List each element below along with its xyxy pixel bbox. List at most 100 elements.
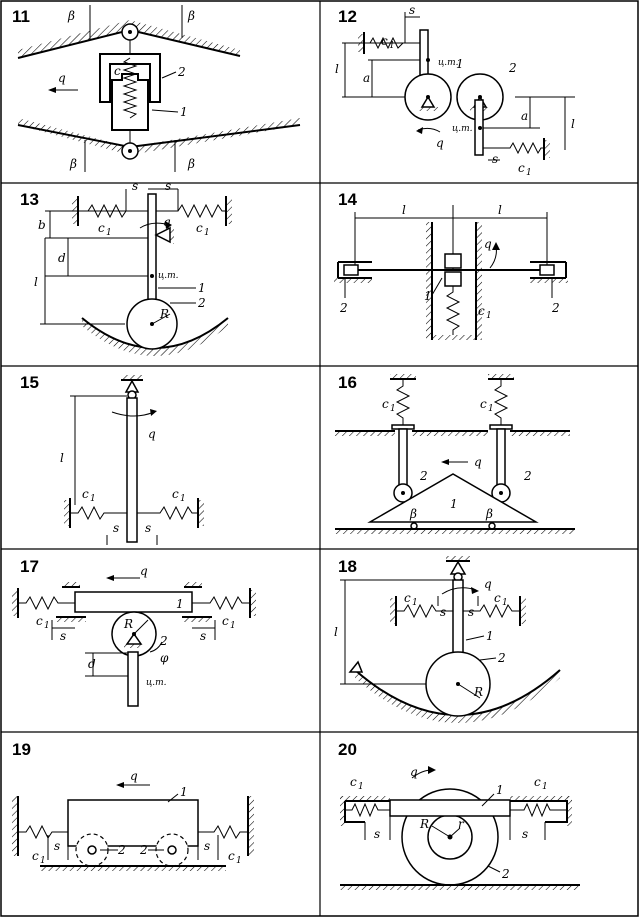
mechanism-14: 14 l l q 1 2 2 c 1 (334, 190, 568, 340)
label-part-2-left: 2 (339, 301, 348, 315)
label-s-left: s (132, 179, 138, 193)
label-R: R (159, 307, 169, 321)
label-beta-3: β (69, 157, 77, 171)
label-part-2: 2 (177, 65, 186, 79)
label-part-1: 1 (424, 289, 432, 303)
label-c-left-sub: 1 (358, 782, 364, 792)
label-l: l (334, 625, 338, 639)
label-c-left: c (404, 591, 411, 605)
label-c: c (478, 304, 485, 318)
label-ct-bottom: ц.т. (452, 124, 473, 134)
label-q: q (410, 765, 418, 779)
label-part-2: 2 (497, 651, 506, 665)
label-q: q (140, 564, 148, 578)
label-part-2-right: 2 (551, 301, 560, 315)
label-ct: ц.т. (146, 678, 167, 688)
label-s-bottom: s (492, 152, 498, 166)
label-c-right-sub: 1 (542, 782, 548, 792)
label-c-right-sub: 1 (502, 598, 508, 608)
label-s-left: s (440, 605, 446, 619)
cell-number-20: 20 (338, 740, 357, 759)
label-q: q (163, 215, 171, 229)
label-c-right-sub: 1 (488, 404, 494, 414)
mechanism-15: 15 l q c 1 c 1 s s (20, 373, 204, 545)
label-c-left-sub: 1 (44, 621, 50, 631)
label-c-sub: 1 (486, 311, 492, 321)
mechanism-19: 19 q 1 2 2 c 1 s s c 1 (12, 740, 254, 871)
label-c-left-sub: 1 (106, 228, 112, 238)
label-part-1: 1 (450, 497, 458, 511)
label-part-1: 1 (198, 281, 206, 295)
label-l-left: l (335, 62, 339, 76)
label-c-left-sub: 1 (90, 494, 96, 504)
label-part-1: 1 (180, 105, 188, 119)
label-d: d (88, 657, 96, 671)
label-phi: φ (160, 651, 169, 665)
label-a-left: a (363, 71, 370, 85)
label-c: c (114, 64, 121, 78)
label-c-right: c (494, 591, 501, 605)
label-R: R (473, 685, 483, 699)
label-c-right: c (534, 775, 541, 789)
label-part-1: 1 (456, 57, 464, 71)
label-c-right: c (172, 487, 179, 501)
label-c-left: c (382, 397, 389, 411)
label-part-2: 2 (197, 296, 206, 310)
label-c-top-sub: 1 (389, 41, 395, 51)
label-c-left: c (36, 614, 43, 628)
label-l: l (34, 275, 38, 289)
label-part-2: 2 (501, 867, 510, 881)
label-part-2-left: 2 (419, 469, 428, 483)
label-c-right: c (196, 221, 203, 235)
label-c-left: c (82, 487, 89, 501)
label-s-right: s (145, 521, 151, 535)
label-part-2: 2 (508, 61, 517, 75)
label-c-bottom-sub: 1 (526, 168, 532, 178)
cell-number-19: 19 (12, 740, 31, 759)
label-s-left: s (60, 629, 66, 643)
label-s-left: s (374, 827, 380, 841)
mechanism-18: 18 q c 1 c 1 s s l 1 2 R (334, 556, 561, 723)
label-part-1: 1 (486, 629, 494, 643)
label-c-left-sub: 1 (40, 856, 46, 866)
label-beta-4: β (187, 157, 195, 171)
mechanism-16: 16 c 1 c 1 q 2 2 1 β (335, 373, 575, 534)
label-c-left: c (350, 775, 357, 789)
label-s-right: s (200, 629, 206, 643)
label-c-right-sub: 1 (180, 494, 186, 504)
label-part-1: 1 (180, 785, 188, 799)
label-part-1: 1 (496, 783, 504, 797)
cell-number-15: 15 (20, 373, 39, 392)
label-s-right: s (165, 179, 171, 193)
label-l-left: l (402, 203, 406, 217)
label-c-right-sub: 1 (230, 621, 236, 631)
label-q: q (148, 427, 156, 441)
label-s-right: s (204, 839, 210, 853)
label-c-bottom: c (518, 161, 525, 175)
label-ct: ц.т. (158, 271, 179, 281)
label-c-left-sub: 1 (412, 598, 418, 608)
label-part-2-right: 2 (139, 843, 148, 857)
cell-number-12: 12 (338, 7, 357, 26)
label-q: q (484, 577, 492, 591)
label-c-top: c (381, 34, 388, 48)
label-ct-top: ц.т. (438, 58, 459, 68)
label-c-right: c (480, 397, 487, 411)
label-c-right: c (222, 614, 229, 628)
label-c-right-sub: 1 (204, 228, 210, 238)
label-a-right: a (521, 109, 528, 123)
label-beta-2: β (187, 9, 195, 23)
label-c-right-sub: 1 (236, 856, 242, 866)
cell-number-13: 13 (20, 190, 39, 209)
label-beta-left: β (409, 507, 417, 521)
cell-number-17: 17 (20, 557, 39, 576)
mechanism-13: 13 s s b c 1 c 1 q (20, 179, 232, 356)
label-l-right: l (571, 117, 575, 131)
label-s-right: s (468, 605, 474, 619)
mechanism-20: 20 c 1 c 1 q 1 s s R r 2 (338, 740, 580, 890)
label-c-left: c (98, 221, 105, 235)
label-c-left-sub: 1 (390, 404, 396, 414)
label-c-right: c (228, 849, 235, 863)
label-s-right: s (522, 827, 528, 841)
